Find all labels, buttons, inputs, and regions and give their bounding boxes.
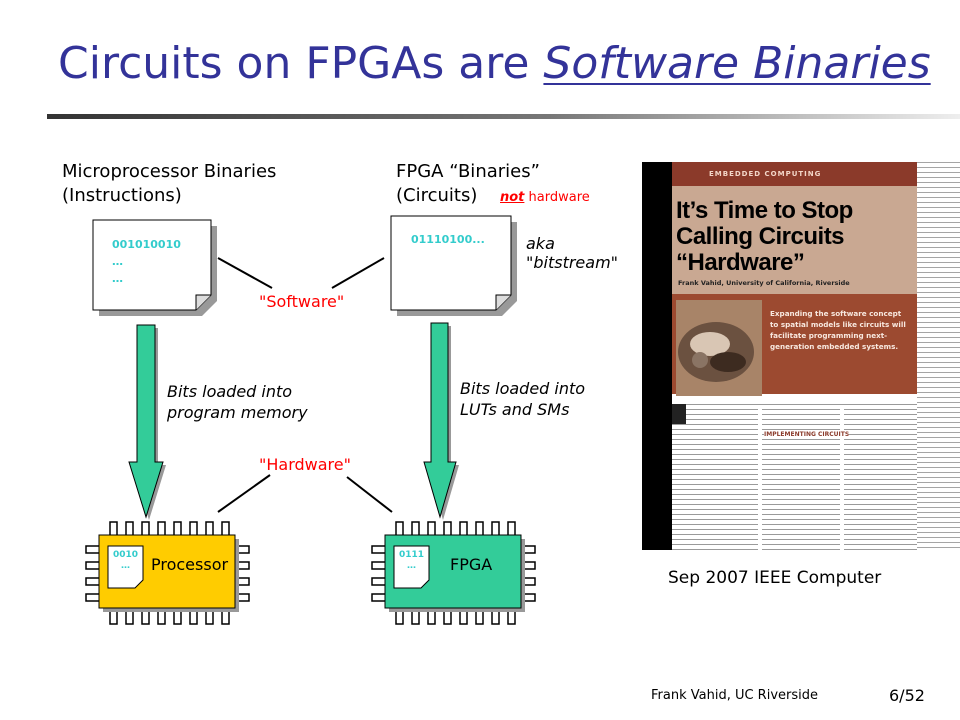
left-doc-text: 001010010 … … [112,236,181,287]
right-arrow-label-line1: Bits loaded into [460,379,586,398]
fpga-chip-label: FPGA [450,555,493,574]
article-right-column [917,162,960,550]
right-down-arrow [423,322,459,520]
left-heading-line2: (Instructions) [62,185,182,206]
hardware-line-left [217,474,271,513]
article-callout-line2: to spatial models like circuits will [770,320,906,329]
article-photo [676,300,762,396]
fpga-chip-code: 0111 … [394,550,429,572]
left-document-icon [92,219,217,316]
left-heading-line1: Microprocessor Binaries [62,161,277,182]
article-image: EMBEDDED COMPUTING It’s Time to Stop Cal… [642,162,960,550]
fpga-chip [371,521,536,625]
left-arrow-label-line2: program memory [167,403,308,422]
article-page: EMBEDDED COMPUTING It’s Time to Stop Cal… [672,162,960,550]
article-section-heading: IMPLEMENTING CIRCUITS [764,431,850,438]
article-header-bar [672,162,917,186]
aka-line1: aka [526,234,555,253]
article-header-text: EMBEDDED COMPUTING [709,170,822,178]
article-body-text-columns [672,404,917,550]
article-headline-line3: “Hardware” [676,249,805,276]
right-document-icon [390,215,517,316]
right-arrow-label: Bits loaded into LUTs and SMs [460,378,585,420]
page-number: 6/52 [889,686,925,705]
not-hardware-note: not hardware [500,190,590,205]
article-dropcap [672,404,686,424]
processor-chip-code-line2: … [121,561,130,571]
left-down-arrow [128,324,166,520]
right-heading: FPGA “Binaries” (Circuits) [396,160,540,208]
left-doc-line1: 001010010 [112,238,181,251]
processor-chip-code: 0010 … [108,550,143,572]
fpga-chip-code-line2: … [407,561,416,571]
article-callout-line1: Expanding the software concept [770,309,902,318]
software-label: "Software" [259,292,345,311]
fpga-chip-code-line1: 0111 [398,550,425,560]
aka-bitstream: aka "bitstream" [526,234,618,272]
right-heading-line2: (Circuits) [396,185,478,206]
software-line-left [217,257,273,289]
title-highlight: Software Binaries [543,38,931,89]
right-arrow-label-line2: LUTs and SMs [460,400,570,419]
article-headline: It’s Time to Stop Calling Circuits “Hard… [676,198,853,276]
right-heading-line1: FPGA “Binaries” [396,161,540,182]
footer-author: Frank Vahid, UC Riverside [651,688,819,703]
right-doc-line1: 01110100... [411,233,485,246]
title-prefix: Circuits on FPGAs are [58,38,544,89]
processor-chip-code-line1: 0010 [112,550,139,560]
left-arrow-label: Bits loaded into program memory [167,381,308,423]
hardware-line-right [346,476,393,513]
article-caption: Sep 2007 IEEE Computer [668,568,882,588]
article-callout-line3: facilitate programming next- [770,331,888,340]
title-rule [47,114,960,119]
note-rest: hardware [524,190,590,205]
left-heading: Microprocessor Binaries (Instructions) [62,160,276,208]
article-headline-line1: It’s Time to Stop [676,197,853,224]
processor-chip [85,521,250,625]
left-arrow-label-line1: Bits loaded into [167,382,293,401]
article-callout: Expanding the software concept to spatia… [770,308,906,352]
left-doc-line3: … [112,272,123,285]
hardware-label: "Hardware" [259,455,351,474]
article-column-gap-2 [840,408,844,550]
aka-line2: "bitstream" [526,253,619,272]
right-doc-text: 01110100... [411,231,485,248]
left-doc-line2: … [112,255,123,268]
note-strong: not [500,190,525,205]
article-headline-line2: Calling Circuits [676,223,845,250]
slide-title: Circuits on FPGAs are Software Binaries [58,42,931,86]
article-byline: Frank Vahid, University of California, R… [678,279,850,287]
software-line-right [331,257,385,289]
article-column-gap-1 [758,408,762,550]
processor-chip-label: Processor [151,555,229,574]
article-callout-line4: generation embedded systems. [770,342,899,351]
